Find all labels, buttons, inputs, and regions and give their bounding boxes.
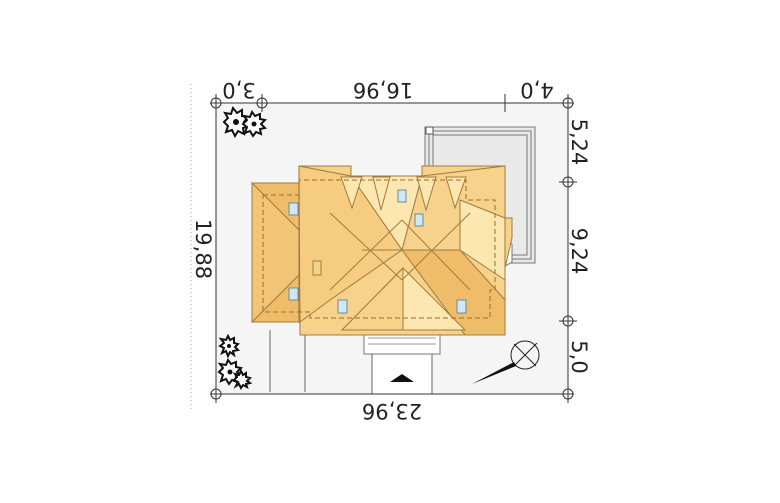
dim-right-bottom: 5,0	[567, 340, 591, 373]
dim-right-top: 5,24	[567, 119, 591, 166]
compass-north-icon	[472, 340, 540, 384]
skylight	[312, 260, 322, 276]
tree-icon	[218, 333, 241, 359]
dim-right-middle: 9,24	[567, 228, 591, 275]
dim-top-left: 3,0	[222, 78, 255, 102]
driveway	[269, 330, 306, 392]
skylight	[397, 189, 407, 203]
tree-icon	[232, 368, 253, 390]
entrance-walkway	[371, 351, 433, 395]
dimension-markers	[210, 97, 574, 400]
skylight	[337, 299, 348, 314]
skylight	[456, 299, 467, 314]
dim-left: 19,88	[191, 219, 215, 279]
skylight	[414, 213, 424, 227]
tree-icon	[241, 109, 268, 138]
dim-bottom: 23,96	[362, 399, 422, 423]
dimension-lines	[215, 94, 577, 403]
entrance-arrow-icon	[390, 374, 414, 382]
skylight	[288, 287, 299, 301]
skylights	[288, 189, 467, 314]
roof	[251, 165, 513, 336]
skylight	[288, 202, 299, 216]
dim-top-middle: 16,96	[353, 78, 413, 102]
dim-top-right: 4,0	[520, 78, 553, 102]
